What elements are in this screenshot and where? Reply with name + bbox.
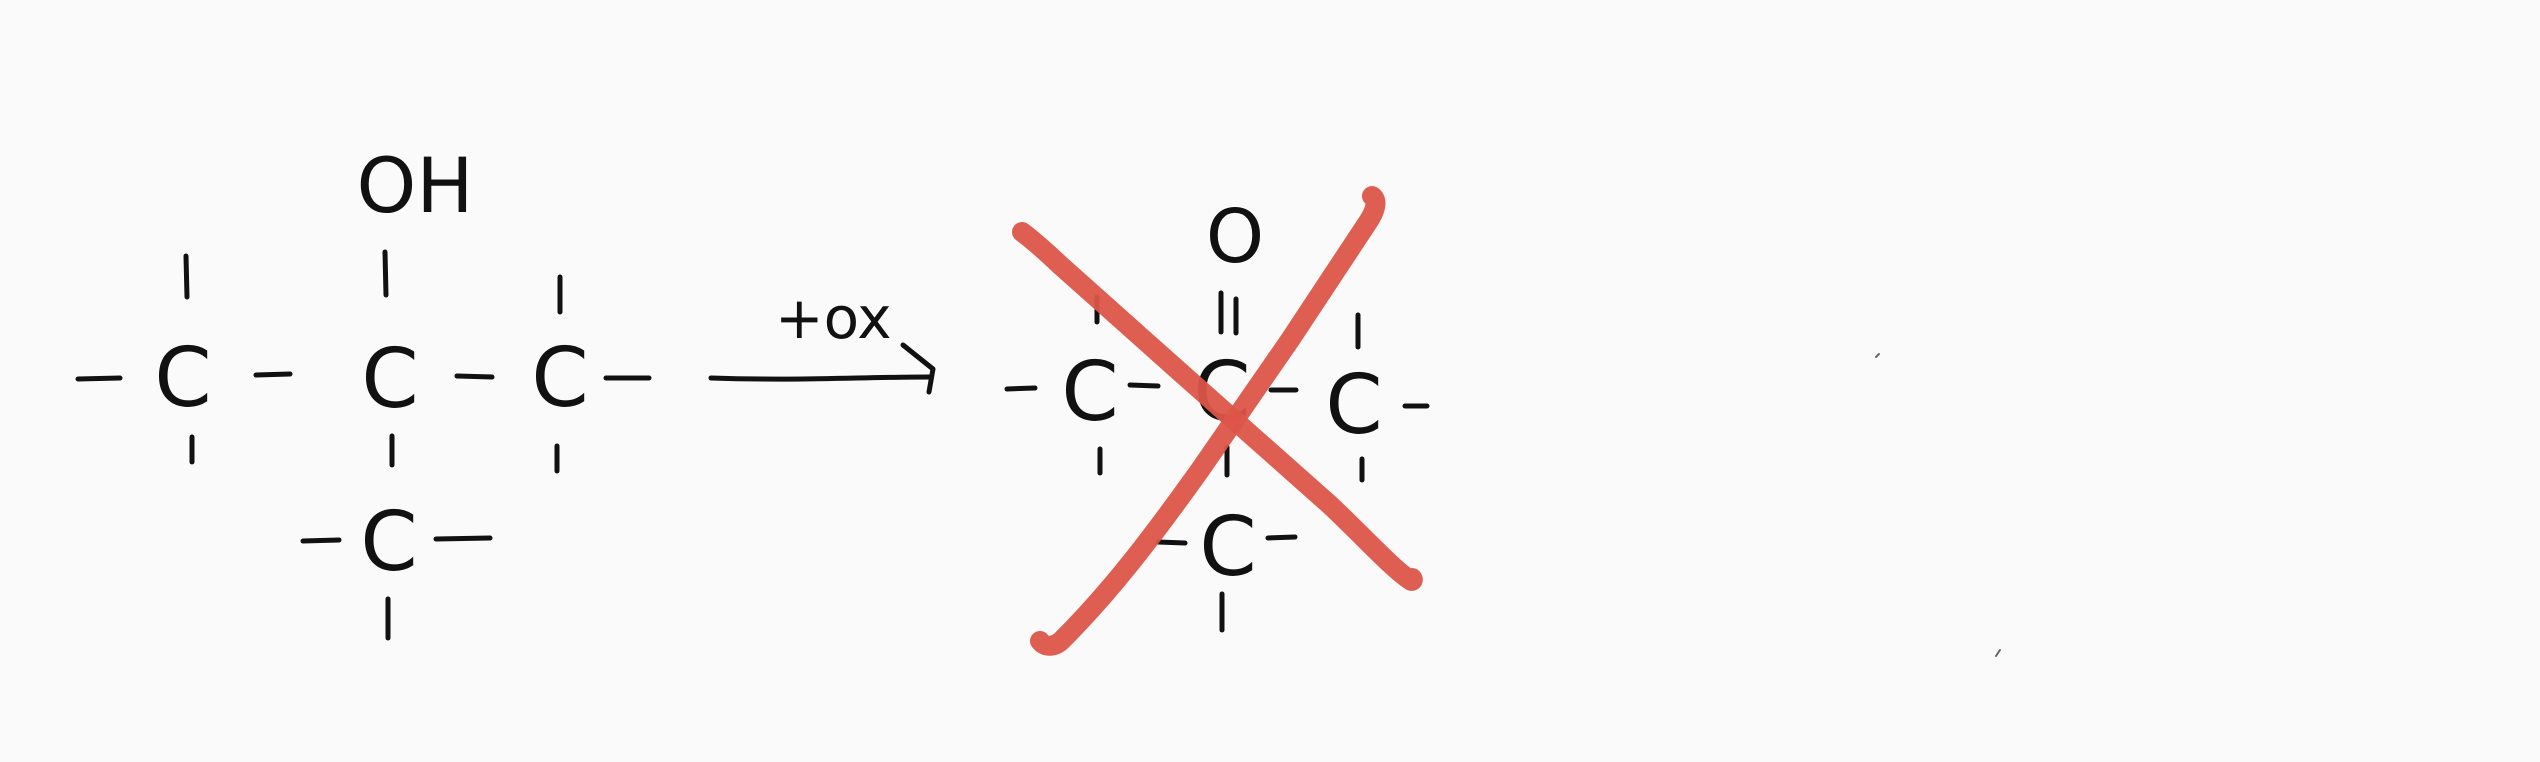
bond-right xyxy=(454,373,495,380)
reaction-arrow: +ox xyxy=(708,284,936,395)
bond-up-oh xyxy=(382,249,389,298)
product-carbon-3-label: C xyxy=(1325,358,1382,453)
arrow-shaft xyxy=(708,374,933,382)
reactant-molecule: C OH C C C xyxy=(75,141,652,641)
bond-left xyxy=(1004,385,1038,392)
reactant-carbon-2-label: C xyxy=(361,332,418,427)
crossout-stroke-2 xyxy=(1030,186,1386,656)
bond-right xyxy=(1265,534,1298,541)
reactant-carbon-3-label: C xyxy=(531,331,588,426)
crossout-stroke-1 xyxy=(1012,222,1423,591)
product-carbon-4-label: C xyxy=(1199,500,1256,595)
product-carbon-1-label: C xyxy=(1061,345,1118,440)
reactant-carbon-4: C xyxy=(300,495,493,641)
product-carbon-1: C xyxy=(1004,294,1161,476)
bond-right xyxy=(1127,382,1161,389)
reactant-carbon-3: C xyxy=(531,274,652,474)
bond-left xyxy=(1155,539,1188,546)
product-carbon-2: O C xyxy=(1193,194,1299,478)
carbonyl-oxygen-label: O xyxy=(1206,194,1264,280)
bond-right xyxy=(253,371,293,378)
product-carbon-4: C xyxy=(1155,500,1298,633)
reactant-carbon-4-label: C xyxy=(360,495,417,590)
reactant-carbon-1: C xyxy=(75,253,293,465)
stray-pen-mark xyxy=(1875,353,1880,358)
product-carbon-3: C xyxy=(1325,312,1430,483)
hydroxyl-label: OH xyxy=(357,141,474,230)
arrow-head xyxy=(900,342,936,395)
bond-left xyxy=(300,537,342,544)
bond-left xyxy=(75,375,123,382)
bond-up xyxy=(183,253,190,300)
reactant-carbon-1-label: C xyxy=(154,331,211,426)
reactant-carbon-2: OH C xyxy=(357,141,495,468)
bond-right xyxy=(433,535,493,542)
stray-pen-mark xyxy=(1995,649,2001,657)
arrow-label: +ox xyxy=(775,284,892,352)
product-crossout-mark xyxy=(1012,186,1423,656)
product-molecule: C O C C C xyxy=(1004,194,1430,633)
